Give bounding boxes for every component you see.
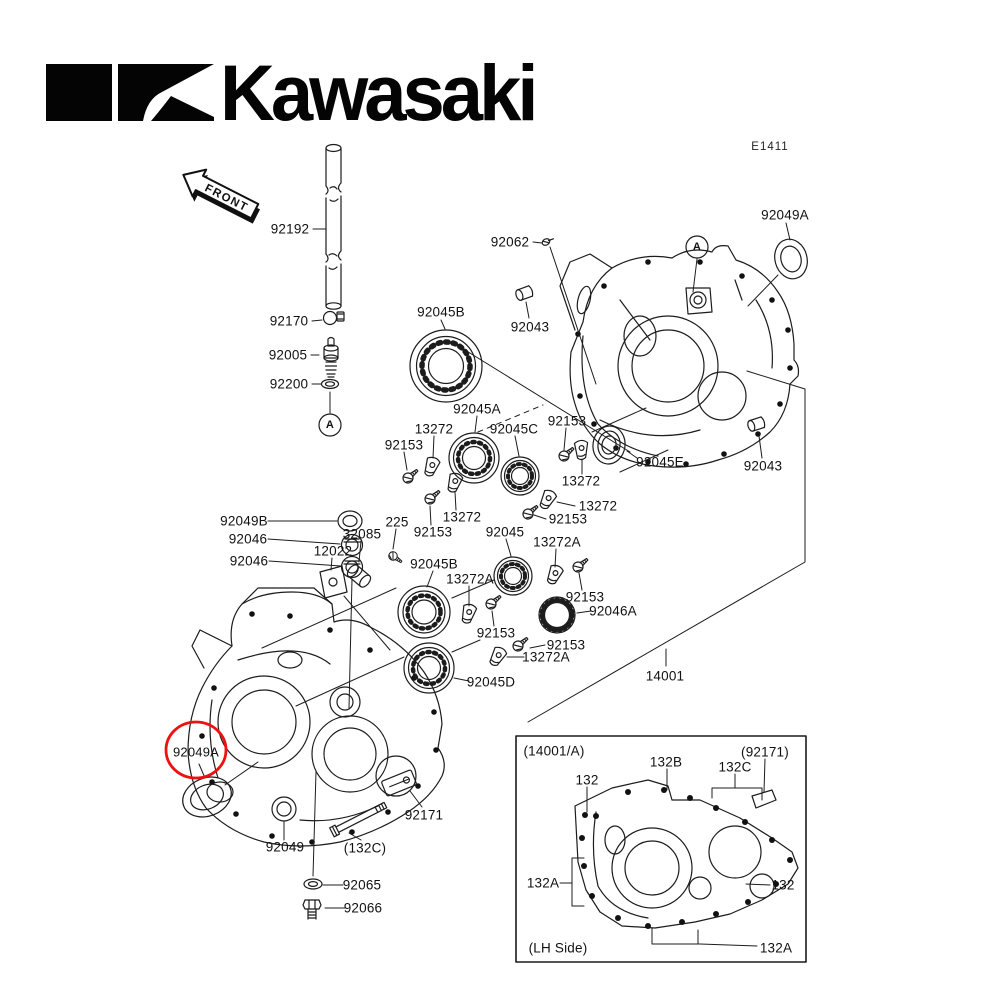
washer-92200: [320, 378, 340, 390]
bolt-92066: [302, 899, 322, 920]
ref-circle-a-bottom: [318, 413, 342, 437]
clamp-92170: [322, 310, 345, 326]
rh-bolt-holes: [575, 259, 793, 467]
red-highlight-circle: [164, 720, 228, 780]
right-crankcase-drawing: [559, 245, 800, 468]
seal-92049B: [337, 510, 363, 532]
fitting-92005: [323, 336, 339, 378]
dowel-92043-upper: [513, 284, 535, 302]
bearing-92045B-upper: [409, 329, 483, 403]
inset-leader-lines: [559, 758, 771, 947]
breather-tube-92192: [325, 143, 342, 310]
bracket-92171: [381, 769, 417, 797]
seal-92049: [271, 796, 297, 822]
collar-32085: [346, 564, 372, 588]
retainer-13272-set: [423, 438, 592, 669]
bearing-92045C: [500, 456, 540, 496]
seal-92049A-left: [182, 776, 232, 818]
ref-circle-a-top: [685, 235, 709, 259]
bearing-92045B-lower: [397, 585, 451, 639]
bushing-92046-lower: [340, 555, 364, 579]
logo-k-mark: [118, 64, 214, 121]
left-crankcase-drawing: [187, 587, 445, 847]
front-arrow-icon: FRONT: [182, 168, 261, 224]
logo-k-mark-leg: [151, 96, 214, 121]
plate-12022: [319, 565, 348, 599]
bushing-92046-upper: [340, 533, 364, 557]
washer-92065: [303, 878, 323, 890]
dowel-92043-right: [745, 415, 767, 433]
bearing-92045A: [448, 432, 500, 484]
bolt-132C: [329, 801, 388, 838]
seal-92049A-top-right: [774, 238, 808, 280]
bearing-92045D: [403, 642, 455, 694]
kawasaki-logo: [46, 64, 214, 121]
logo-flag-block: [46, 64, 112, 121]
inset-box: [515, 735, 807, 963]
leader-lines: [198, 222, 806, 909]
ring-92046A: [538, 596, 576, 634]
inset-case-drawing: [574, 779, 799, 929]
bearing-92045E: [592, 425, 626, 465]
screw-92062: [541, 238, 555, 246]
lh-bolt-holes: [199, 611, 439, 845]
brand-wordmark: Kawasaki: [220, 49, 538, 138]
bearing-92045: [493, 556, 533, 596]
screw-225: [386, 549, 405, 566]
